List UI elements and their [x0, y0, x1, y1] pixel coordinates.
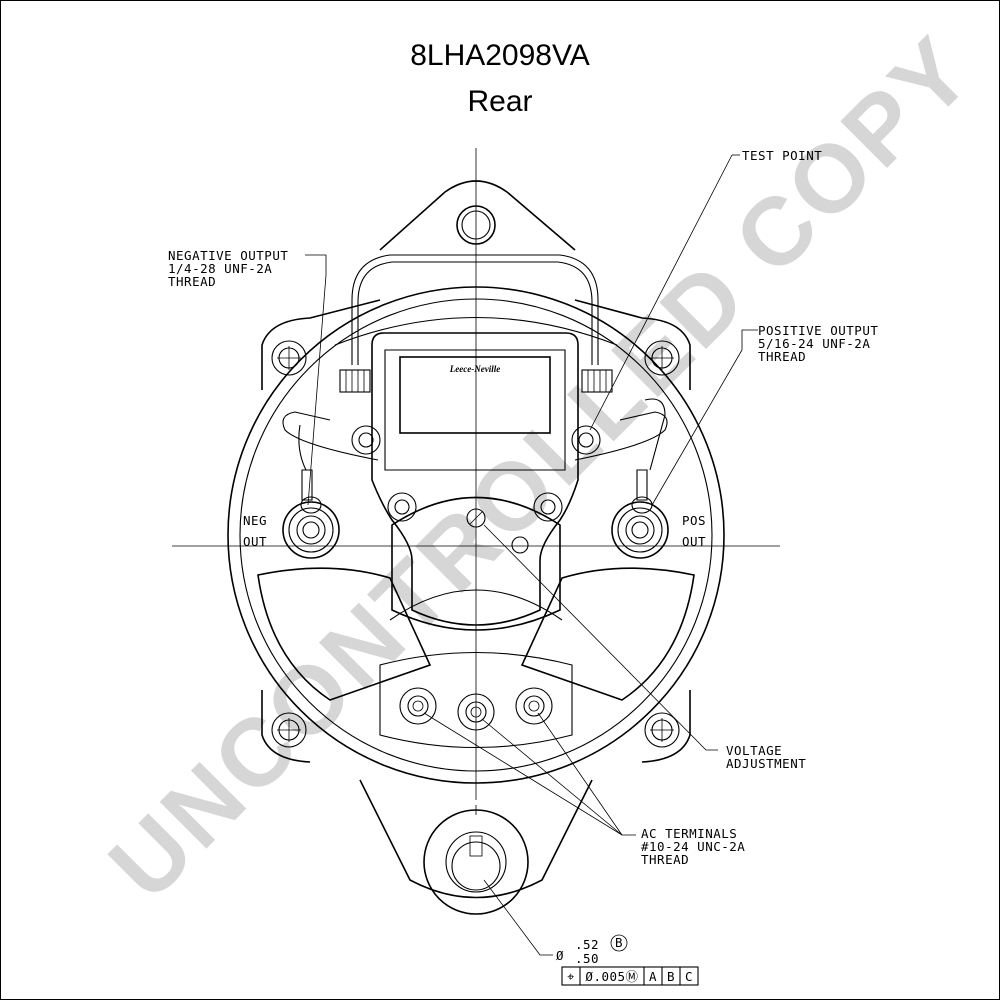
- diameter-dimension: Ø .52 .50 B: [556, 934, 628, 966]
- bolt-top-left: [271, 340, 307, 376]
- neg-out-label: OUT: [243, 534, 267, 549]
- negative-output-label-line2: 1/4-28 UNF-2A: [168, 261, 272, 276]
- housing: [227, 286, 725, 784]
- positive-output-label-line2: 5/16-24 UNF-2A: [758, 336, 870, 351]
- datum-b: B: [667, 969, 675, 984]
- diameter-symbol: Ø: [556, 948, 564, 963]
- regulator-nuts: [339, 369, 613, 393]
- ac-terminals-label-line1: AC TERMINALS: [641, 826, 737, 841]
- bottom-mounting-boss: [359, 779, 593, 915]
- view-subtitle: Rear: [467, 85, 533, 118]
- voltage-adjustment-label-line2: ADJUSTMENT: [726, 756, 806, 771]
- ac-terminals-label-line3: THREAD: [641, 852, 689, 867]
- test-point-label: TEST POINT: [742, 148, 822, 163]
- leader-lines: [305, 154, 758, 956]
- top-mounting-ear: [379, 180, 576, 251]
- negative-output-terminal: [282, 424, 340, 559]
- diameter-lower-limit: .50: [575, 951, 599, 966]
- watermark-text: UNCONTROLLED COPY: [89, 15, 993, 919]
- bolt-bottom-right: [644, 712, 680, 748]
- negative-output-label-line1: NEGATIVE OUTPUT: [168, 248, 288, 263]
- datum-a: A: [649, 969, 657, 984]
- part-number-title: 8LHA2098VA: [410, 39, 590, 72]
- bolt-bottom-left: [271, 712, 307, 748]
- position-symbol: ⌖: [567, 969, 575, 984]
- pos-out-label: OUT: [682, 534, 706, 549]
- voltage-adjustment-label-line1: VOLTAGE: [726, 743, 782, 758]
- negative-output-label-line3: THREAD: [168, 274, 216, 289]
- pos-label: POS: [682, 513, 706, 528]
- datum-c: C: [685, 969, 693, 984]
- diameter-upper-limit: .52: [575, 937, 599, 952]
- positive-output-label-line3: THREAD: [758, 349, 806, 364]
- neg-label: NEG: [243, 513, 267, 528]
- tolerance-value: Ø.005Ⓜ: [585, 969, 638, 984]
- bolt-top-right: [644, 340, 680, 376]
- ac-terminals: [399, 687, 553, 731]
- voltage-adjustment-pot: [466, 508, 486, 528]
- positive-output-label-line1: POSITIVE OUTPUT: [758, 323, 878, 338]
- cooling-vents: [257, 567, 695, 748]
- feature-control-frame: ⌖ Ø.005Ⓜ A B C: [561, 966, 699, 986]
- positive-output-terminal: [611, 398, 669, 559]
- test-point: [511, 536, 529, 554]
- regulator-housing: Leece-Neville: [351, 332, 601, 631]
- brand-logo: Leece-Neville: [449, 364, 500, 374]
- wire-harness: [282, 254, 668, 461]
- ac-terminals-label-line2: #10-24 UNC-2A: [641, 839, 745, 854]
- datum-b-symbol: B: [615, 935, 623, 950]
- corner-bolts: [271, 340, 680, 748]
